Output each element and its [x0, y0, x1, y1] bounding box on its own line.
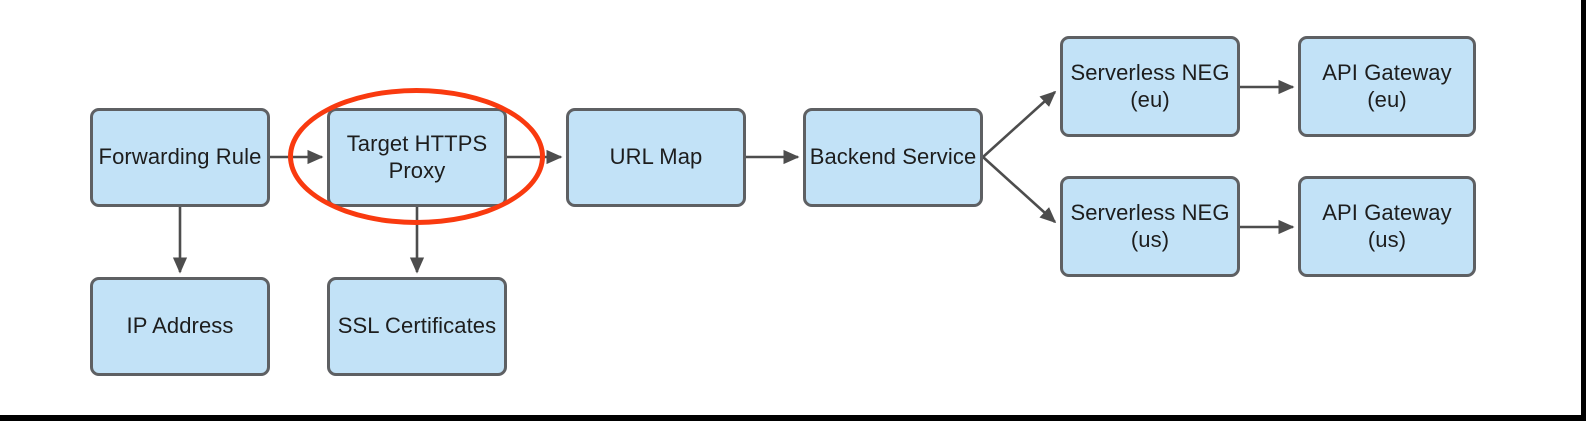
node-label: URL Map [609, 144, 703, 170]
node-label: Serverless NEG (eu) [1070, 59, 1230, 112]
node-label: Backend Service [809, 144, 977, 170]
node-label: API Gateway (eu) [1322, 59, 1452, 112]
node-url-map[interactable]: URL Map [566, 108, 746, 207]
node-label: Forwarding Rule [98, 144, 262, 170]
node-api-gateway-eu[interactable]: API Gateway (eu) [1298, 36, 1476, 137]
node-serverless-neg-eu[interactable]: Serverless NEG (eu) [1060, 36, 1240, 137]
node-serverless-neg-us[interactable]: Serverless NEG (us) [1060, 176, 1240, 277]
node-backend-service[interactable]: Backend Service [803, 108, 983, 207]
edge-backend-service-to-serverless-neg-eu [982, 90, 1057, 158]
edge-backend-service-to-serverless-neg-us [982, 156, 1057, 224]
node-ip-address[interactable]: IP Address [90, 277, 270, 376]
node-label: API Gateway (us) [1322, 199, 1452, 252]
highlight-ellipse-target-https-proxy [288, 88, 545, 225]
node-label: IP Address [126, 313, 234, 339]
node-api-gateway-us[interactable]: API Gateway (us) [1298, 176, 1476, 277]
node-label: SSL Certificates [337, 313, 497, 339]
node-ssl-certificates[interactable]: SSL Certificates [327, 277, 507, 376]
node-forwarding-rule[interactable]: Forwarding Rule [90, 108, 270, 207]
node-label: Serverless NEG (us) [1070, 199, 1230, 252]
